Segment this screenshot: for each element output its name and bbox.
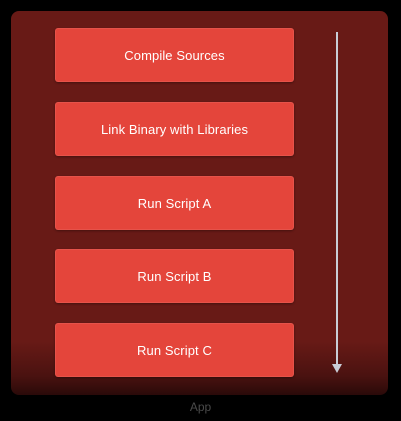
phase-label: Run Script C — [137, 342, 212, 358]
phase-label: Run Script B — [137, 268, 212, 284]
phase-label: Compile Sources — [124, 47, 225, 63]
phase-run-script-c[interactable]: Run Script C — [55, 323, 294, 377]
target-caption: App — [189, 400, 212, 414]
arrow-head — [332, 364, 342, 373]
phase-link-binary-with-libraries[interactable]: Link Binary with Libraries — [55, 102, 294, 156]
build-phases-panel: Compile Sources Link Binary with Librari… — [11, 11, 388, 395]
phase-compile-sources[interactable]: Compile Sources — [55, 28, 294, 82]
phase-label: Run Script A — [137, 195, 212, 211]
phase-label: Link Binary with Libraries — [100, 121, 249, 137]
phase-run-script-b[interactable]: Run Script B — [55, 249, 294, 303]
phase-run-script-a[interactable]: Run Script A — [55, 176, 294, 230]
arrow-shaft — [336, 32, 338, 366]
